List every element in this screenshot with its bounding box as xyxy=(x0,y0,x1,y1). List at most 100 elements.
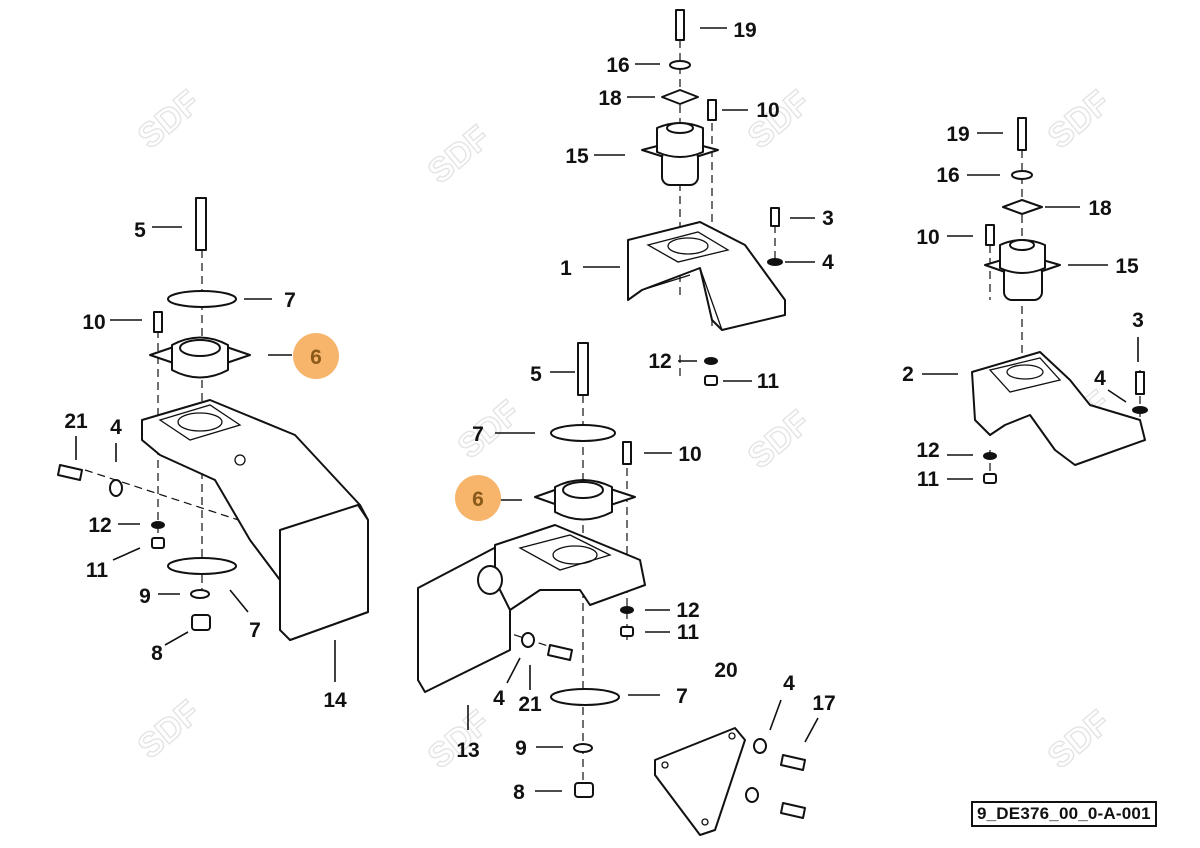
engine-mount-part-6-middle xyxy=(534,479,636,521)
callout-number: 17 xyxy=(812,692,835,715)
leader-line xyxy=(112,547,141,561)
callout-number: 7 xyxy=(249,619,261,642)
plate-part-20 xyxy=(654,727,806,836)
callout-11: 11 xyxy=(86,547,141,582)
callout-number: 4 xyxy=(110,416,122,439)
callout-number: 10 xyxy=(916,226,939,249)
leader-line xyxy=(164,631,189,646)
callout-13: 13 xyxy=(456,705,480,762)
callout-number: 20 xyxy=(714,659,737,682)
callout-number: 21 xyxy=(64,410,88,433)
small-hardware-left xyxy=(57,197,237,631)
leader-line xyxy=(804,717,819,743)
callout-labels: 1916181015341121119161810153421211571062… xyxy=(64,19,1144,804)
document-id-label: 9_DE376_00_0-A-001 xyxy=(971,801,1157,827)
sdf-watermark: SDF xyxy=(131,83,208,156)
callout-21: 21 xyxy=(518,665,542,716)
sdf-watermark: SDF xyxy=(1041,83,1118,156)
callout-18: 18 xyxy=(598,87,655,110)
bracket-part-2 xyxy=(971,351,1146,466)
callout-7: 7 xyxy=(229,589,261,642)
callout-number: 12 xyxy=(648,350,671,373)
callout-number: 7 xyxy=(676,685,688,708)
callout-number: 18 xyxy=(598,87,622,110)
callout-12: 12 xyxy=(88,514,140,537)
bracket-part-13 xyxy=(417,524,646,693)
callout-number: 3 xyxy=(822,207,834,230)
callout-3: 3 xyxy=(790,207,834,230)
callout-number: 4 xyxy=(822,251,834,274)
callout-4: 4 xyxy=(110,416,122,462)
callout-6: 6 xyxy=(268,333,339,379)
bracket-part-1 xyxy=(627,221,786,331)
callout-7: 7 xyxy=(472,423,535,446)
callout-number: 12 xyxy=(88,514,111,537)
callout-number: 8 xyxy=(151,642,163,665)
callout-4: 4 xyxy=(785,251,834,274)
callout-number: 7 xyxy=(472,423,484,446)
bracket-part-14 xyxy=(141,399,369,641)
engine-mount-part-6-left xyxy=(149,336,251,379)
callout-11: 11 xyxy=(723,370,779,393)
callout-number: 11 xyxy=(757,370,780,393)
callout-20: 20 xyxy=(714,659,737,682)
callout-number: 11 xyxy=(86,559,109,582)
callout-16: 16 xyxy=(936,164,1000,187)
callout-number: 4 xyxy=(1094,367,1106,390)
callout-7: 7 xyxy=(244,289,296,312)
callout-12: 12 xyxy=(916,439,973,462)
callout-number: 19 xyxy=(946,123,969,146)
callout-18: 18 xyxy=(1045,197,1112,220)
small-hardware-middle xyxy=(521,342,634,798)
callout-6: 6 xyxy=(455,475,522,521)
callout-number: 12 xyxy=(676,599,699,622)
callout-15: 15 xyxy=(1068,255,1139,278)
callout-number: 7 xyxy=(284,289,296,312)
callout-17: 17 xyxy=(804,692,836,743)
callout-number: 2 xyxy=(902,363,914,386)
small-hardware-top xyxy=(661,9,783,386)
callout-5: 5 xyxy=(530,363,575,386)
callout-number: 5 xyxy=(530,363,542,386)
leader-line xyxy=(769,699,782,731)
callout-14: 14 xyxy=(323,640,347,712)
callout-number: 11 xyxy=(677,621,700,644)
callout-4: 4 xyxy=(493,657,521,710)
callout-21: 21 xyxy=(64,410,88,460)
callout-16: 16 xyxy=(606,54,660,77)
callout-8: 8 xyxy=(151,631,189,665)
leader-line xyxy=(229,589,249,613)
leader-line xyxy=(506,657,521,684)
highlight-marker xyxy=(455,475,501,521)
callout-10: 10 xyxy=(916,226,973,249)
callout-number: 12 xyxy=(916,439,939,462)
callout-2: 2 xyxy=(902,363,958,386)
callout-12: 12 xyxy=(645,599,700,622)
callout-10: 10 xyxy=(644,443,702,466)
callout-11: 11 xyxy=(917,468,973,491)
callout-number: 9 xyxy=(515,737,527,760)
highlight-marker xyxy=(293,333,339,379)
callout-9: 9 xyxy=(515,737,563,760)
callout-number: 4 xyxy=(783,672,795,695)
callout-number: 3 xyxy=(1132,309,1144,332)
callout-8: 8 xyxy=(513,781,562,804)
callout-4: 4 xyxy=(769,672,795,731)
callout-11: 11 xyxy=(645,621,699,644)
sdf-watermark: SDF xyxy=(131,693,208,766)
callout-number: 10 xyxy=(82,311,105,334)
callout-number: 6 xyxy=(472,488,484,511)
callout-number: 19 xyxy=(733,19,756,42)
sdf-watermark: SDF xyxy=(1041,703,1118,776)
callout-19: 19 xyxy=(946,123,1003,146)
small-hardware-right xyxy=(983,117,1148,484)
sdf-watermark: SDF xyxy=(421,118,498,191)
callout-number: 4 xyxy=(493,687,505,710)
callout-number: 18 xyxy=(1088,197,1112,220)
sdf-watermark: SDF xyxy=(451,393,528,466)
callout-number: 14 xyxy=(323,689,347,712)
callout-number: 16 xyxy=(936,164,959,187)
callout-15: 15 xyxy=(565,145,625,168)
engine-mount-part-15-right xyxy=(984,239,1061,301)
